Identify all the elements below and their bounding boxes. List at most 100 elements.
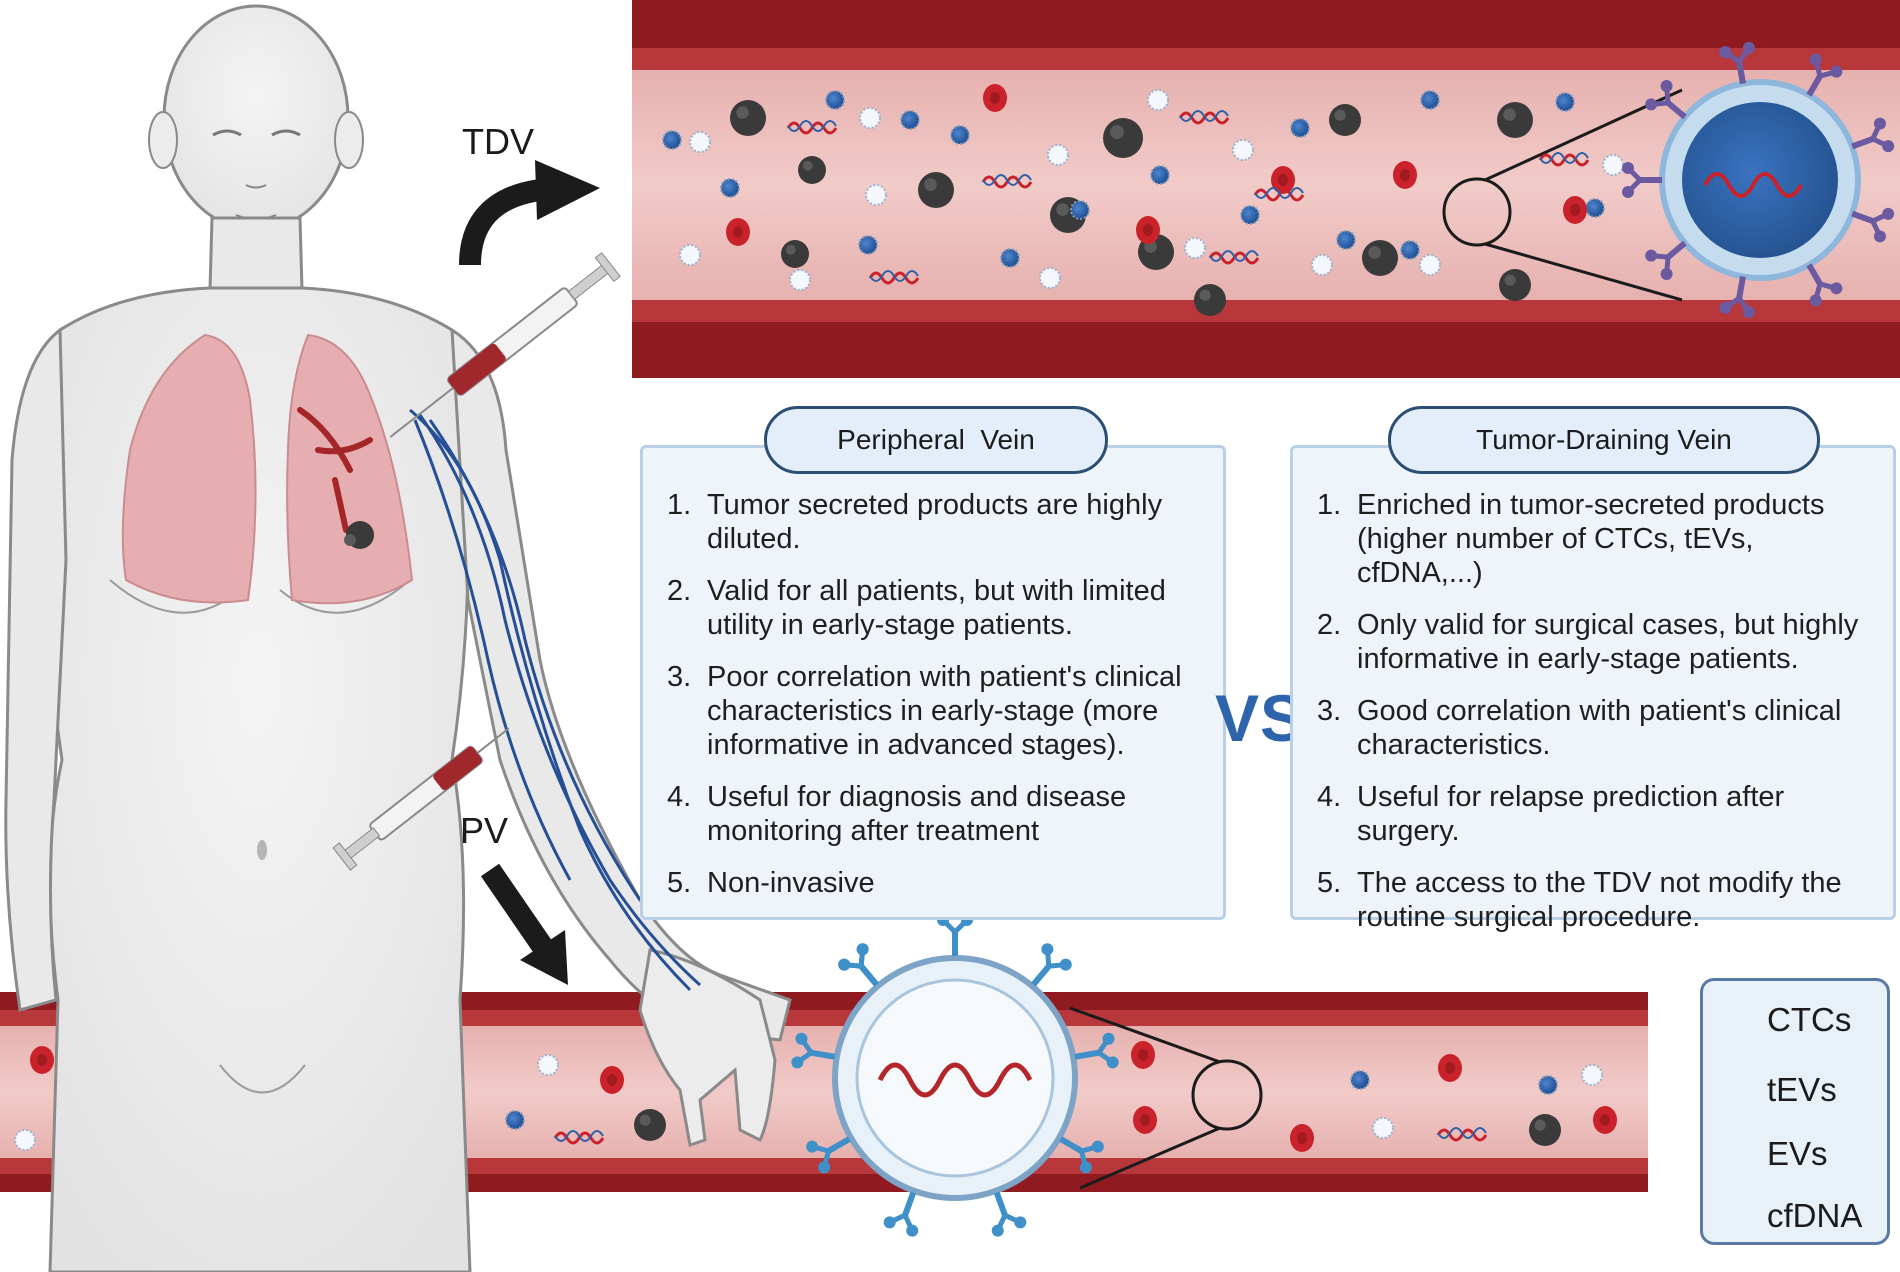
receptor [1806,53,1843,97]
tev-particle [720,178,740,198]
tev-particle [1350,1070,1370,1090]
ctc-particle [1362,240,1398,276]
receptor [1031,943,1072,987]
ctc-particle [634,1109,666,1141]
receptor [991,1191,1027,1237]
cfdna-particle [868,270,920,285]
vs-label: VS [1215,681,1306,755]
ctc-particle [781,240,809,268]
list-item: 5.The access to the TDV not modify the r… [1317,867,1842,933]
ev-particle [689,131,711,153]
list-item: 1.Enriched in tumor-secreted products (h… [1317,489,1825,589]
ctc-particle [1499,269,1531,301]
rbc-particle [1136,216,1160,244]
receptor [1719,275,1755,319]
rbc-particle [1393,161,1417,189]
ev-particle [865,184,887,206]
list-item: 3.Poor correlation with patient's clinic… [667,661,1182,761]
receptor [1059,1136,1104,1174]
receptor [838,943,879,987]
ev-particle [1602,154,1624,176]
ctc-particle [730,100,766,136]
lungs [121,333,414,605]
ev-particle [1232,139,1254,161]
cfdna-particle [553,1130,605,1145]
cfdna-particle [1208,250,1260,265]
tev-particle [1240,205,1260,225]
rbc-particle [1290,1124,1314,1152]
ev-particle [859,107,881,129]
receptor [1851,117,1895,153]
tumor-draining-vein-title: Tumor-Draining Vein [1388,406,1820,474]
rbc-particle [30,1046,54,1074]
list-item: 2.Valid for all patients, but with limit… [667,575,1166,641]
tev-particle [505,1110,525,1130]
rbc-particle [1131,1041,1155,1069]
peripheral-vein-title: Peripheral Vein [764,406,1108,474]
tdv-label: TDV [462,121,534,162]
receptor [1645,79,1687,120]
ctc-particle [918,172,954,208]
legend-item-evs: EVs [1767,1135,1828,1172]
tdv-large-tev [1659,79,1861,281]
ctc-particle [1103,118,1143,158]
peripheral-vein-list: 1.Tumor secreted products are highly dil… [667,488,1209,900]
receptor [1806,263,1843,307]
ctc-particle [798,156,826,184]
tev-particle [1070,200,1090,220]
receptor [1851,207,1895,243]
tev-particle [1420,90,1440,110]
tev-particle [1400,240,1420,260]
ctc-particle [1329,104,1361,136]
receptor [1622,162,1662,198]
tev-particle [1585,198,1605,218]
pv-label: PV [460,810,509,851]
cfdna-particle [981,174,1033,189]
ev-particle [537,1054,559,1076]
rbc-particle [726,218,750,246]
rbc-particle [600,1066,624,1094]
legend-item-ctcs: CTCs [1767,1001,1852,1038]
pv-syringe [332,727,510,871]
ev-particle [1372,1117,1394,1139]
tev-particle [1555,92,1575,112]
receptor [1645,240,1687,281]
list-item: 4.Useful for diagnosis and disease monit… [667,781,1127,847]
ctc-particle [1529,1114,1561,1146]
pv-zoom-lines [1069,1006,1263,1190]
rbc-particle [1563,196,1587,224]
list-item: 1.Tumor secreted products are highly dil… [667,489,1163,555]
rbc-particle [983,84,1007,112]
rbc-particle [1593,1106,1617,1134]
cfdna-particle [1178,110,1230,125]
ctc-particle [1497,102,1533,138]
ev-particle [1311,254,1333,276]
tev-particle [950,125,970,145]
ev-particle [1581,1064,1603,1086]
list-item: 4.Useful for relapse prediction after su… [1317,781,1785,847]
cfdna-particle [786,120,838,135]
tev-particle [1290,118,1310,138]
receptor [806,1136,851,1174]
tev-particle [1150,165,1170,185]
list-item: 5.Non-invasive [667,867,875,899]
list-item: 3.Good correlation with patient's clinic… [1317,695,1842,761]
pv-large-ev [832,955,1078,1201]
rbc-particle [1271,166,1295,194]
list-item: 2.Only valid for surgical cases, but hig… [1317,609,1859,675]
tev-particle [858,235,878,255]
ev-particle [1047,144,1069,166]
legend: CTCs tEVs EVs cfDNA [1700,978,1890,1245]
ctc-particle [1194,284,1226,316]
legend-item-tevs: tEVs [1767,1071,1837,1108]
tdv-arrow [459,160,600,266]
cfdna-particle [1436,1127,1488,1142]
tumor-draining-vein-list: 1.Enriched in tumor-secreted products (h… [1317,488,1881,934]
rbc-particle [1438,1054,1462,1082]
pv-arrow [480,863,568,985]
receptor [1719,41,1755,85]
arm-veins [409,408,702,992]
tdv-syringe [389,252,621,438]
blood-particles [14,84,1624,1152]
